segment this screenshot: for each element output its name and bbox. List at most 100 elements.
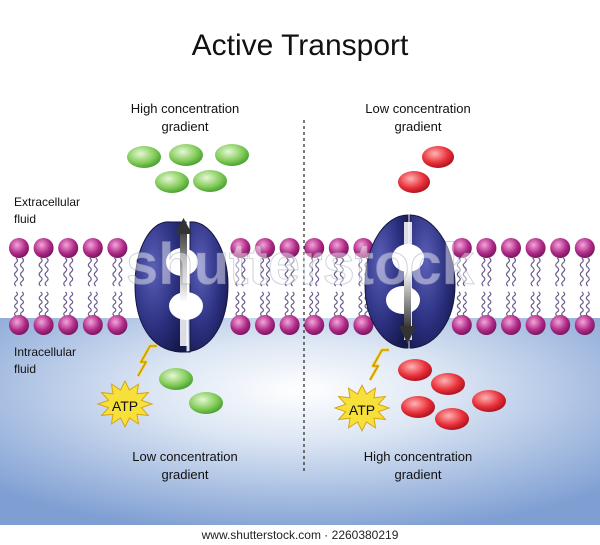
lipid-tail	[69, 257, 74, 287]
lipid-tail	[93, 257, 98, 287]
phospholipid-head	[476, 238, 497, 258]
phospholipid-head	[501, 238, 521, 258]
lipid-tail	[487, 291, 492, 317]
red-molecule	[401, 396, 435, 418]
red-molecule	[398, 171, 430, 193]
lipid-tail	[259, 257, 265, 287]
lipid-tail	[530, 257, 535, 287]
transport-arrow-up	[175, 218, 192, 302]
lipid-tail	[87, 291, 92, 317]
phospholipid-head	[328, 238, 349, 258]
phospholipid-head	[9, 315, 29, 335]
green-molecule	[193, 170, 227, 192]
phospholipid-head	[550, 238, 571, 258]
red-molecule	[435, 408, 469, 430]
lipid-tail	[63, 257, 68, 287]
intracellular-label: Intracellular fluid	[14, 345, 77, 376]
lipid-tail	[19, 291, 25, 317]
lipid-tail	[87, 257, 92, 287]
lipid-tail	[511, 291, 517, 317]
intracellular-region	[0, 318, 600, 525]
phospholipid-head	[328, 315, 349, 335]
red-molecule	[422, 146, 454, 168]
lipid-tail	[118, 291, 123, 317]
lipid-tail	[511, 257, 517, 287]
red-molecule	[398, 359, 432, 381]
lipid-tail	[241, 291, 246, 317]
extracellular-label: Extracellular fluid	[14, 195, 81, 226]
lipid-tail	[579, 257, 584, 287]
lipid-tail	[555, 257, 560, 287]
lipid-tail	[13, 257, 19, 287]
lipid-tail	[358, 257, 363, 287]
lipid-tail	[44, 257, 49, 287]
phospholipid-head	[82, 238, 103, 258]
lipid-tail	[333, 291, 338, 317]
lipid-tail	[235, 257, 240, 287]
right-bottom-label: High concentration gradient	[363, 449, 473, 482]
lipid-tail	[487, 257, 492, 287]
lipid-tail	[290, 257, 295, 287]
green-molecule	[169, 144, 203, 166]
transport-protein-left	[134, 221, 229, 353]
phospholipid-head	[451, 238, 472, 258]
green-molecule	[155, 171, 189, 193]
left-top-label: High concentration gradient	[130, 101, 240, 134]
lipid-tail	[333, 257, 338, 287]
lipid-tail	[284, 257, 289, 287]
phospholipid-head	[353, 315, 374, 335]
right-top-label: Low concentration gradient	[365, 101, 471, 134]
green-molecule	[189, 392, 223, 414]
lipid-tail	[481, 291, 486, 317]
atp-label-right: ATP	[348, 402, 376, 418]
watermark: shutterstock	[126, 232, 475, 297]
phospholipid-head	[525, 238, 546, 258]
lipid-tail	[339, 257, 344, 287]
lipid-tail	[456, 291, 461, 317]
lipid-tail	[112, 291, 117, 317]
left-bottom-label: Low concentration gradient	[132, 449, 238, 482]
lipid-tail	[536, 291, 541, 317]
phospholipid-head	[550, 315, 571, 335]
phospholipid-head	[451, 315, 472, 335]
red-molecules-intracellular	[398, 359, 506, 430]
lipid-tail	[265, 291, 271, 317]
atp-burst-right	[333, 348, 391, 433]
phospholipid-head	[279, 238, 300, 258]
lipid-tail	[462, 257, 467, 287]
phospholipid-head	[476, 315, 497, 335]
lipid-tail	[536, 257, 541, 287]
phospholipid-head	[58, 238, 79, 258]
lipid-tail	[290, 291, 295, 317]
phospholipid-head	[33, 315, 54, 335]
atp-burst-left	[96, 344, 157, 429]
lipid-tail	[339, 291, 344, 317]
phospholipid-head	[525, 315, 546, 335]
lipid-tail	[561, 257, 566, 287]
phospholipid-head	[255, 315, 275, 335]
lipid-tail	[13, 291, 19, 317]
lipid-tail	[579, 291, 584, 317]
lipid-tail	[456, 257, 461, 287]
lipid-tail	[585, 257, 590, 287]
phospholipid-head	[501, 315, 521, 335]
lipid-tail	[309, 291, 314, 317]
green-molecules-extracellular	[127, 144, 249, 193]
lipid-tail	[505, 291, 511, 317]
lipid-tail	[309, 257, 314, 287]
phospholipid-head	[230, 238, 251, 258]
lipid-tail	[19, 257, 25, 287]
lipid-tail	[265, 257, 271, 287]
lipid-tail	[315, 257, 320, 287]
phospholipid-head	[279, 315, 300, 335]
lipid-tail	[63, 291, 68, 317]
red-molecule	[472, 390, 506, 412]
green-molecule	[215, 144, 249, 166]
phospholipid-head	[353, 238, 374, 258]
phospholipid-head	[33, 238, 54, 258]
lipid-tail	[481, 257, 486, 287]
lipid-tail	[462, 291, 467, 317]
lipid-tail	[555, 291, 560, 317]
lipid-tail	[585, 291, 590, 317]
